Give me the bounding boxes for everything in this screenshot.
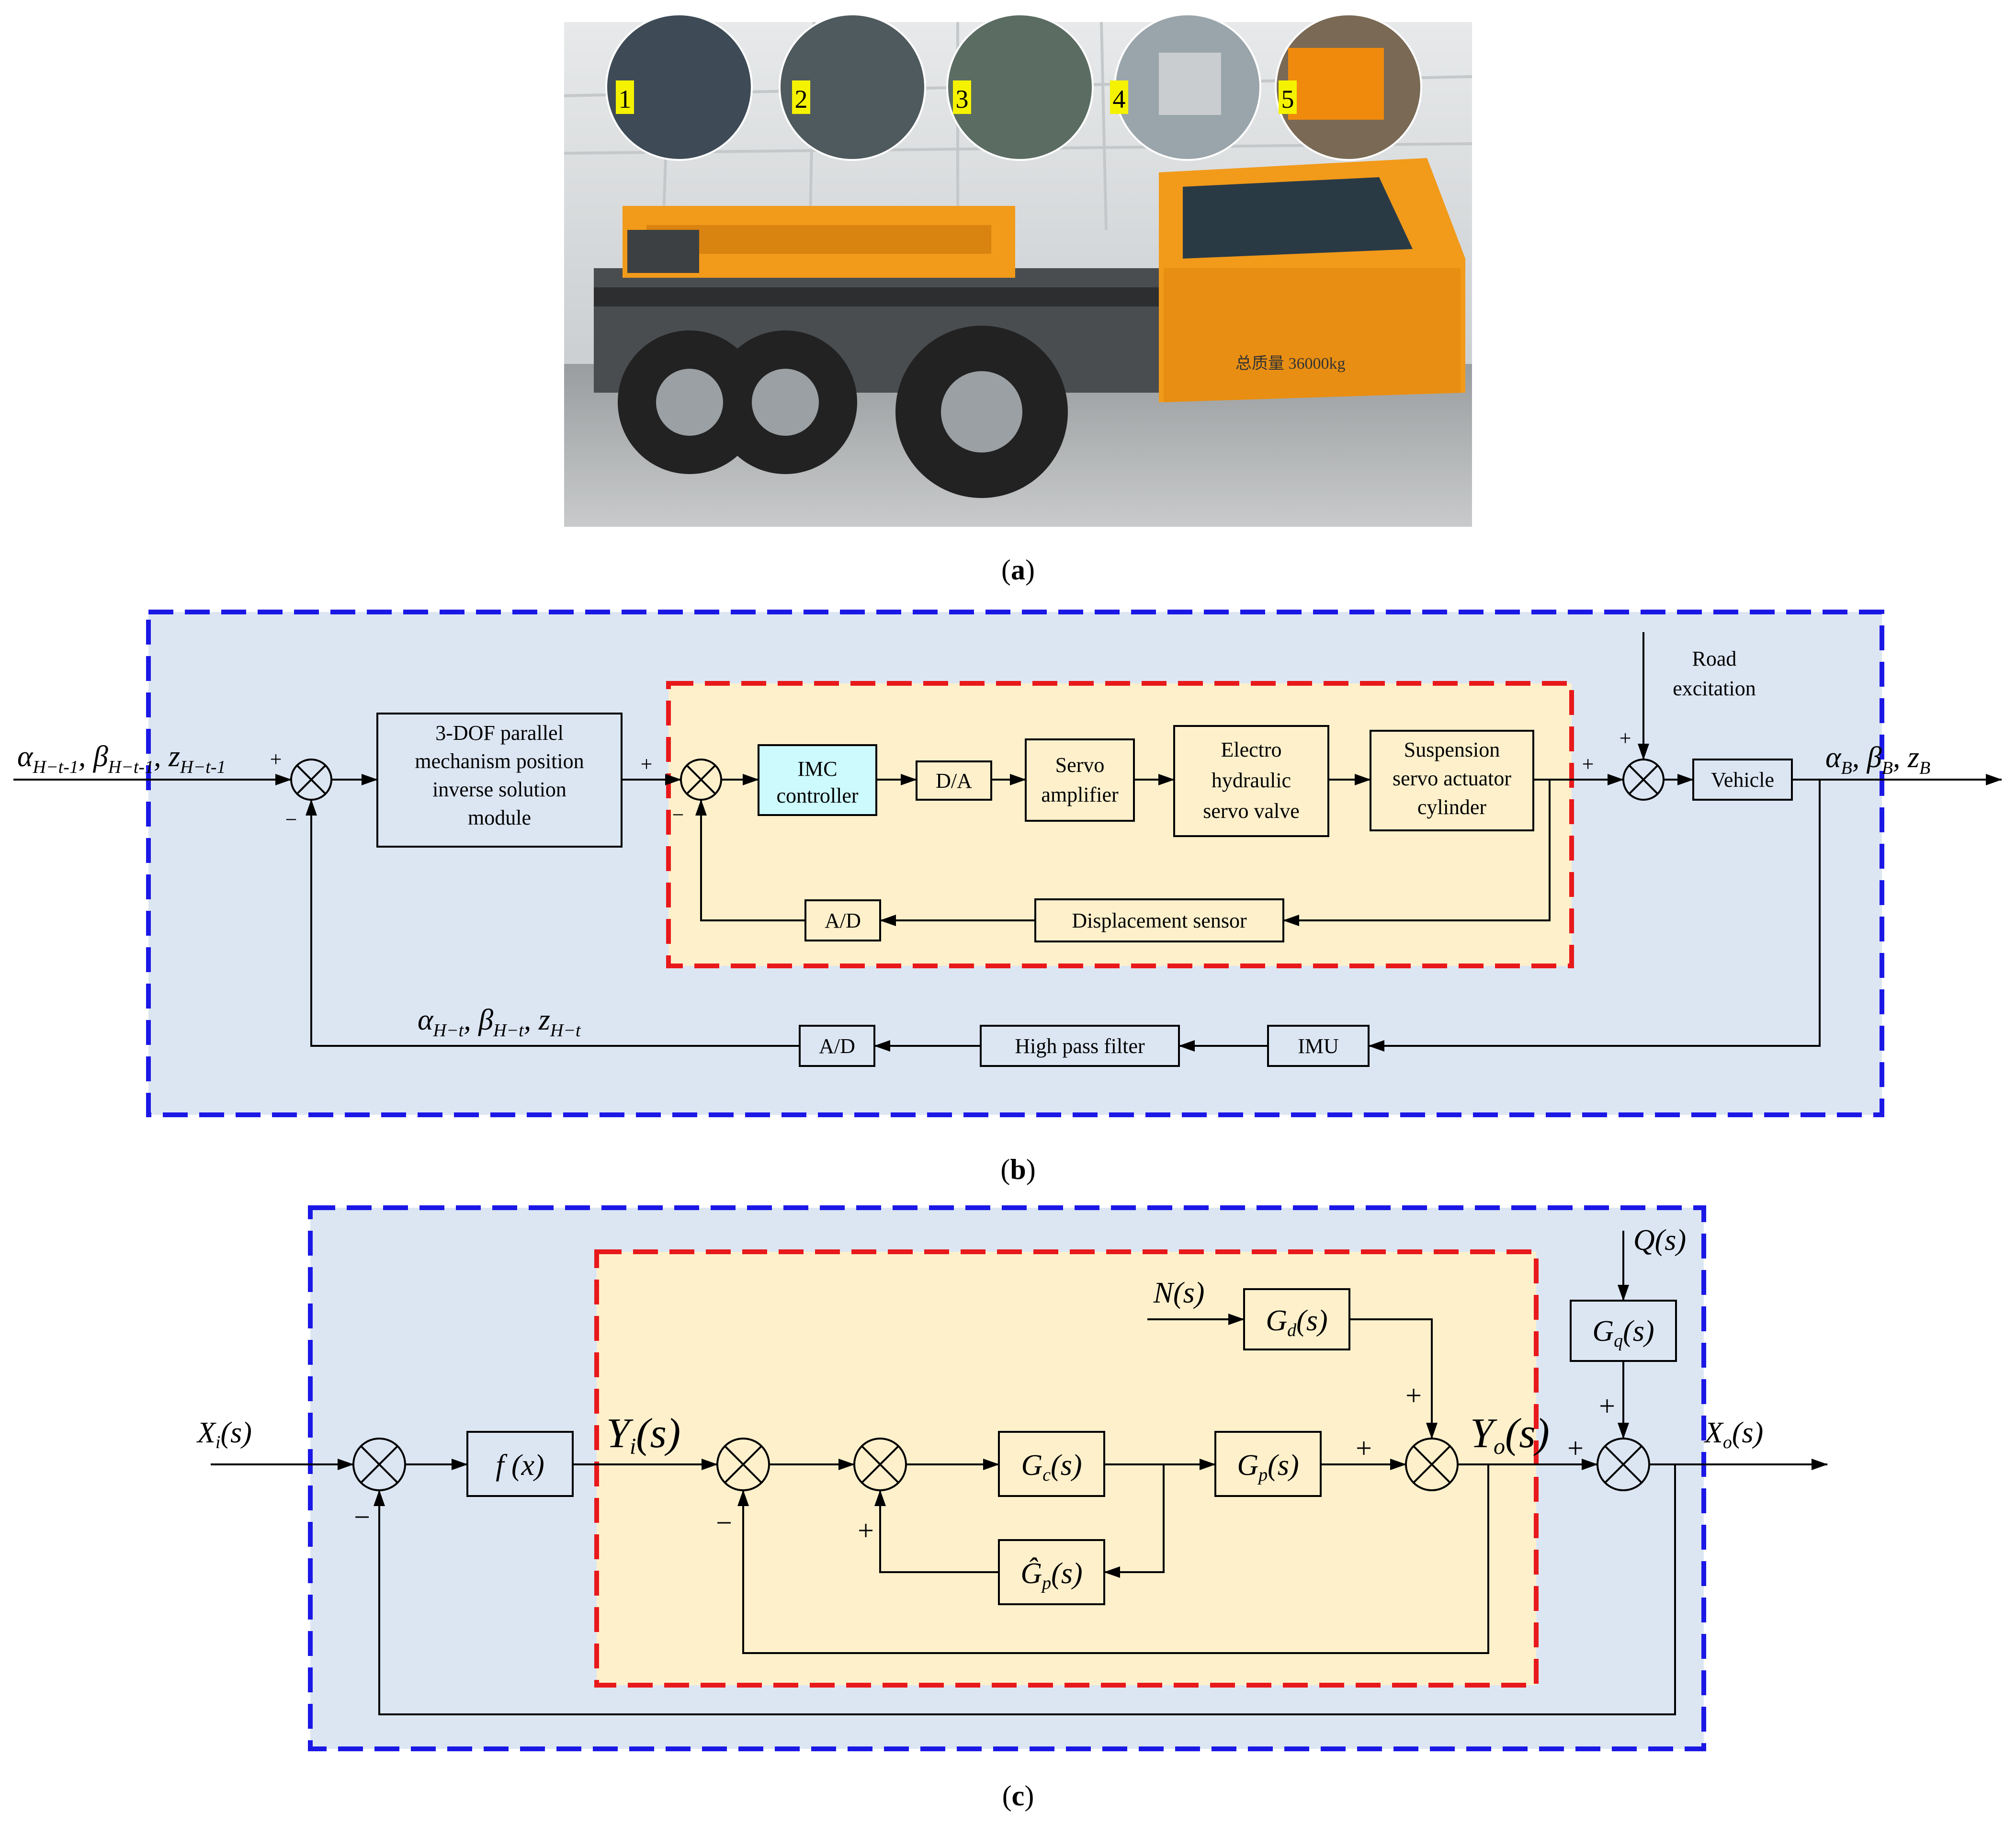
vehicle-label: Vehicle xyxy=(1711,768,1774,792)
caption-a: (a) xyxy=(1001,554,1035,586)
hpf-label: High pass filter xyxy=(1015,1034,1145,1058)
ad-outer-label: A/D xyxy=(819,1034,855,1058)
sign-c-minus-2: − xyxy=(716,1507,732,1539)
inverse-line-2: mechanism position xyxy=(415,749,584,773)
gd-label: Gd(s) xyxy=(1266,1304,1327,1340)
valve-line-2: hydraulic xyxy=(1212,769,1291,792)
gc-label: Gc(s) xyxy=(1021,1449,1082,1485)
sign-plus-1: + xyxy=(270,748,282,771)
truck-mass-label: 总质量 36000kg xyxy=(1235,354,1346,373)
imc-line-2: controller xyxy=(776,784,858,807)
callout-5: 5 xyxy=(1281,85,1294,113)
callout-3: 3 xyxy=(956,85,969,113)
sign-plus-4: + xyxy=(1620,726,1631,750)
displacement-label: Displacement sensor xyxy=(1072,909,1247,932)
sign-plus-2: + xyxy=(641,752,653,776)
diagram-b: 3-DOF parallel mechanism position invers… xyxy=(13,610,2002,1117)
actuator-line-2: servo actuator xyxy=(1393,767,1511,790)
qs-label: Q(s) xyxy=(1633,1224,1686,1257)
sign-c-minus-1: − xyxy=(354,1501,370,1533)
caption-b: (b) xyxy=(1000,1154,1035,1185)
callouts xyxy=(605,13,1422,161)
gq-label: Gq(s) xyxy=(1592,1315,1654,1351)
imu-label: IMU xyxy=(1298,1034,1339,1058)
output-angles-label: αB, βB, zB xyxy=(1825,741,1930,778)
inverse-line-4: module xyxy=(468,806,531,829)
valve-line-1: Electro xyxy=(1221,738,1281,761)
sign-minus-2: − xyxy=(672,803,684,827)
imc-line-1: IMC xyxy=(797,757,837,781)
inverse-line-1: 3-DOF parallel xyxy=(435,721,564,745)
fx-label: f (x) xyxy=(496,1449,544,1482)
sign-c-plus-1: + xyxy=(858,1515,874,1546)
road-line-2: excitation xyxy=(1673,677,1756,700)
yi-label: Yi(s) xyxy=(606,1410,680,1459)
sign-minus-1: − xyxy=(285,808,297,831)
sign-c-plus-5: + xyxy=(1599,1390,1615,1422)
crane-truck-photo: 总质量 36000kg 1 2 xyxy=(564,13,1472,527)
actuator-line-3: cylinder xyxy=(1417,795,1487,819)
callout-4: 4 xyxy=(1113,85,1126,113)
xo-label: Xo(s) xyxy=(1703,1417,1763,1452)
sign-c-plus-4: + xyxy=(1567,1432,1584,1464)
caption-c: (c) xyxy=(1002,1780,1034,1812)
diagram-c: f (x) Gc(s) Gp(s) Ĝp(s) Gd(s) Gq(s) N(s)… xyxy=(196,1205,1828,1751)
ns-label: N(s) xyxy=(1153,1277,1205,1309)
actuator-line-1: Suspension xyxy=(1404,738,1500,761)
gphat-label: Ĝp(s) xyxy=(1020,1557,1082,1593)
servo-amp-line-2: amplifier xyxy=(1041,783,1119,806)
ad-inner-label: A/D xyxy=(825,909,861,932)
input-angles-label: αH−t-1, βH−t-1, zH−t-1 xyxy=(17,740,226,777)
sign-plus-3: + xyxy=(1582,752,1594,776)
servo-amp-line-1: Servo xyxy=(1055,753,1105,777)
sign-c-plus-2: + xyxy=(1356,1432,1372,1464)
valve-line-3: servo valve xyxy=(1203,799,1300,823)
da-label: D/A xyxy=(936,769,972,793)
inverse-line-3: inverse solution xyxy=(432,778,566,801)
callout-2: 2 xyxy=(795,85,808,113)
gp-label: Gp(s) xyxy=(1237,1449,1299,1485)
feedback-angles-label: αH−t, βH−t, zH−t xyxy=(418,1004,581,1041)
xi-label: Xi(s) xyxy=(196,1417,252,1452)
callout-labels: 1 2 3 4 5 xyxy=(616,80,1297,114)
sign-c-plus-3: + xyxy=(1405,1380,1422,1411)
road-line-1: Road xyxy=(1692,647,1737,670)
yo-label: Yo(s) xyxy=(1470,1410,1550,1459)
callout-1: 1 xyxy=(619,85,632,113)
